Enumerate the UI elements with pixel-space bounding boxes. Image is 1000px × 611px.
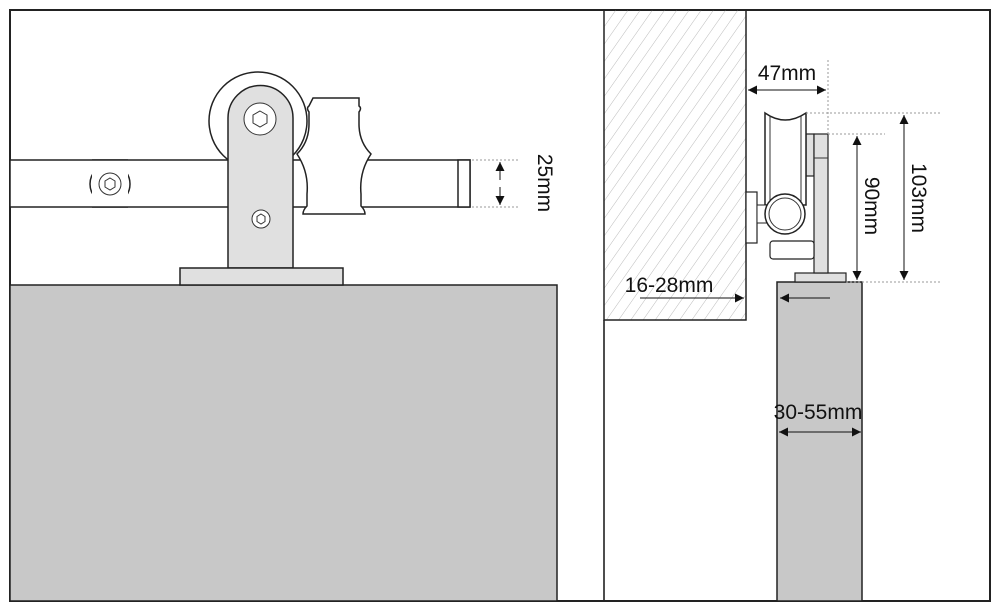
rail-end-cap: [457, 159, 471, 208]
rail-diameter-label: 25mm: [533, 154, 556, 212]
door-front: [9, 284, 558, 602]
wall-bracket: [745, 191, 758, 244]
wall-offset-label: 47mm: [758, 62, 816, 85]
side-mount-plate: [794, 272, 847, 283]
gap-label: 16-28mm: [625, 274, 714, 297]
door-side: [776, 281, 863, 602]
side-strap: [813, 133, 829, 274]
door-thickness-label: 30-55mm: [774, 401, 863, 424]
front-view: 25mm: [9, 71, 558, 602]
side-view: 47mm 90mm 103mm 16-28mm 30-55mm: [603, 9, 940, 602]
wall: [603, 9, 747, 321]
total-height-label: 103mm: [907, 163, 930, 233]
side-stop: [769, 240, 815, 260]
bolt-icon: [98, 172, 122, 196]
side-wheel: [764, 111, 807, 206]
rail-section: [764, 193, 806, 235]
axle-bolt-icon: [243, 102, 277, 136]
mount-plate: [179, 267, 344, 286]
hanger-strap: [227, 84, 294, 269]
hanger-height-label: 90mm: [860, 177, 883, 235]
screw-icon: [251, 209, 271, 229]
rail-stop: [296, 97, 372, 215]
